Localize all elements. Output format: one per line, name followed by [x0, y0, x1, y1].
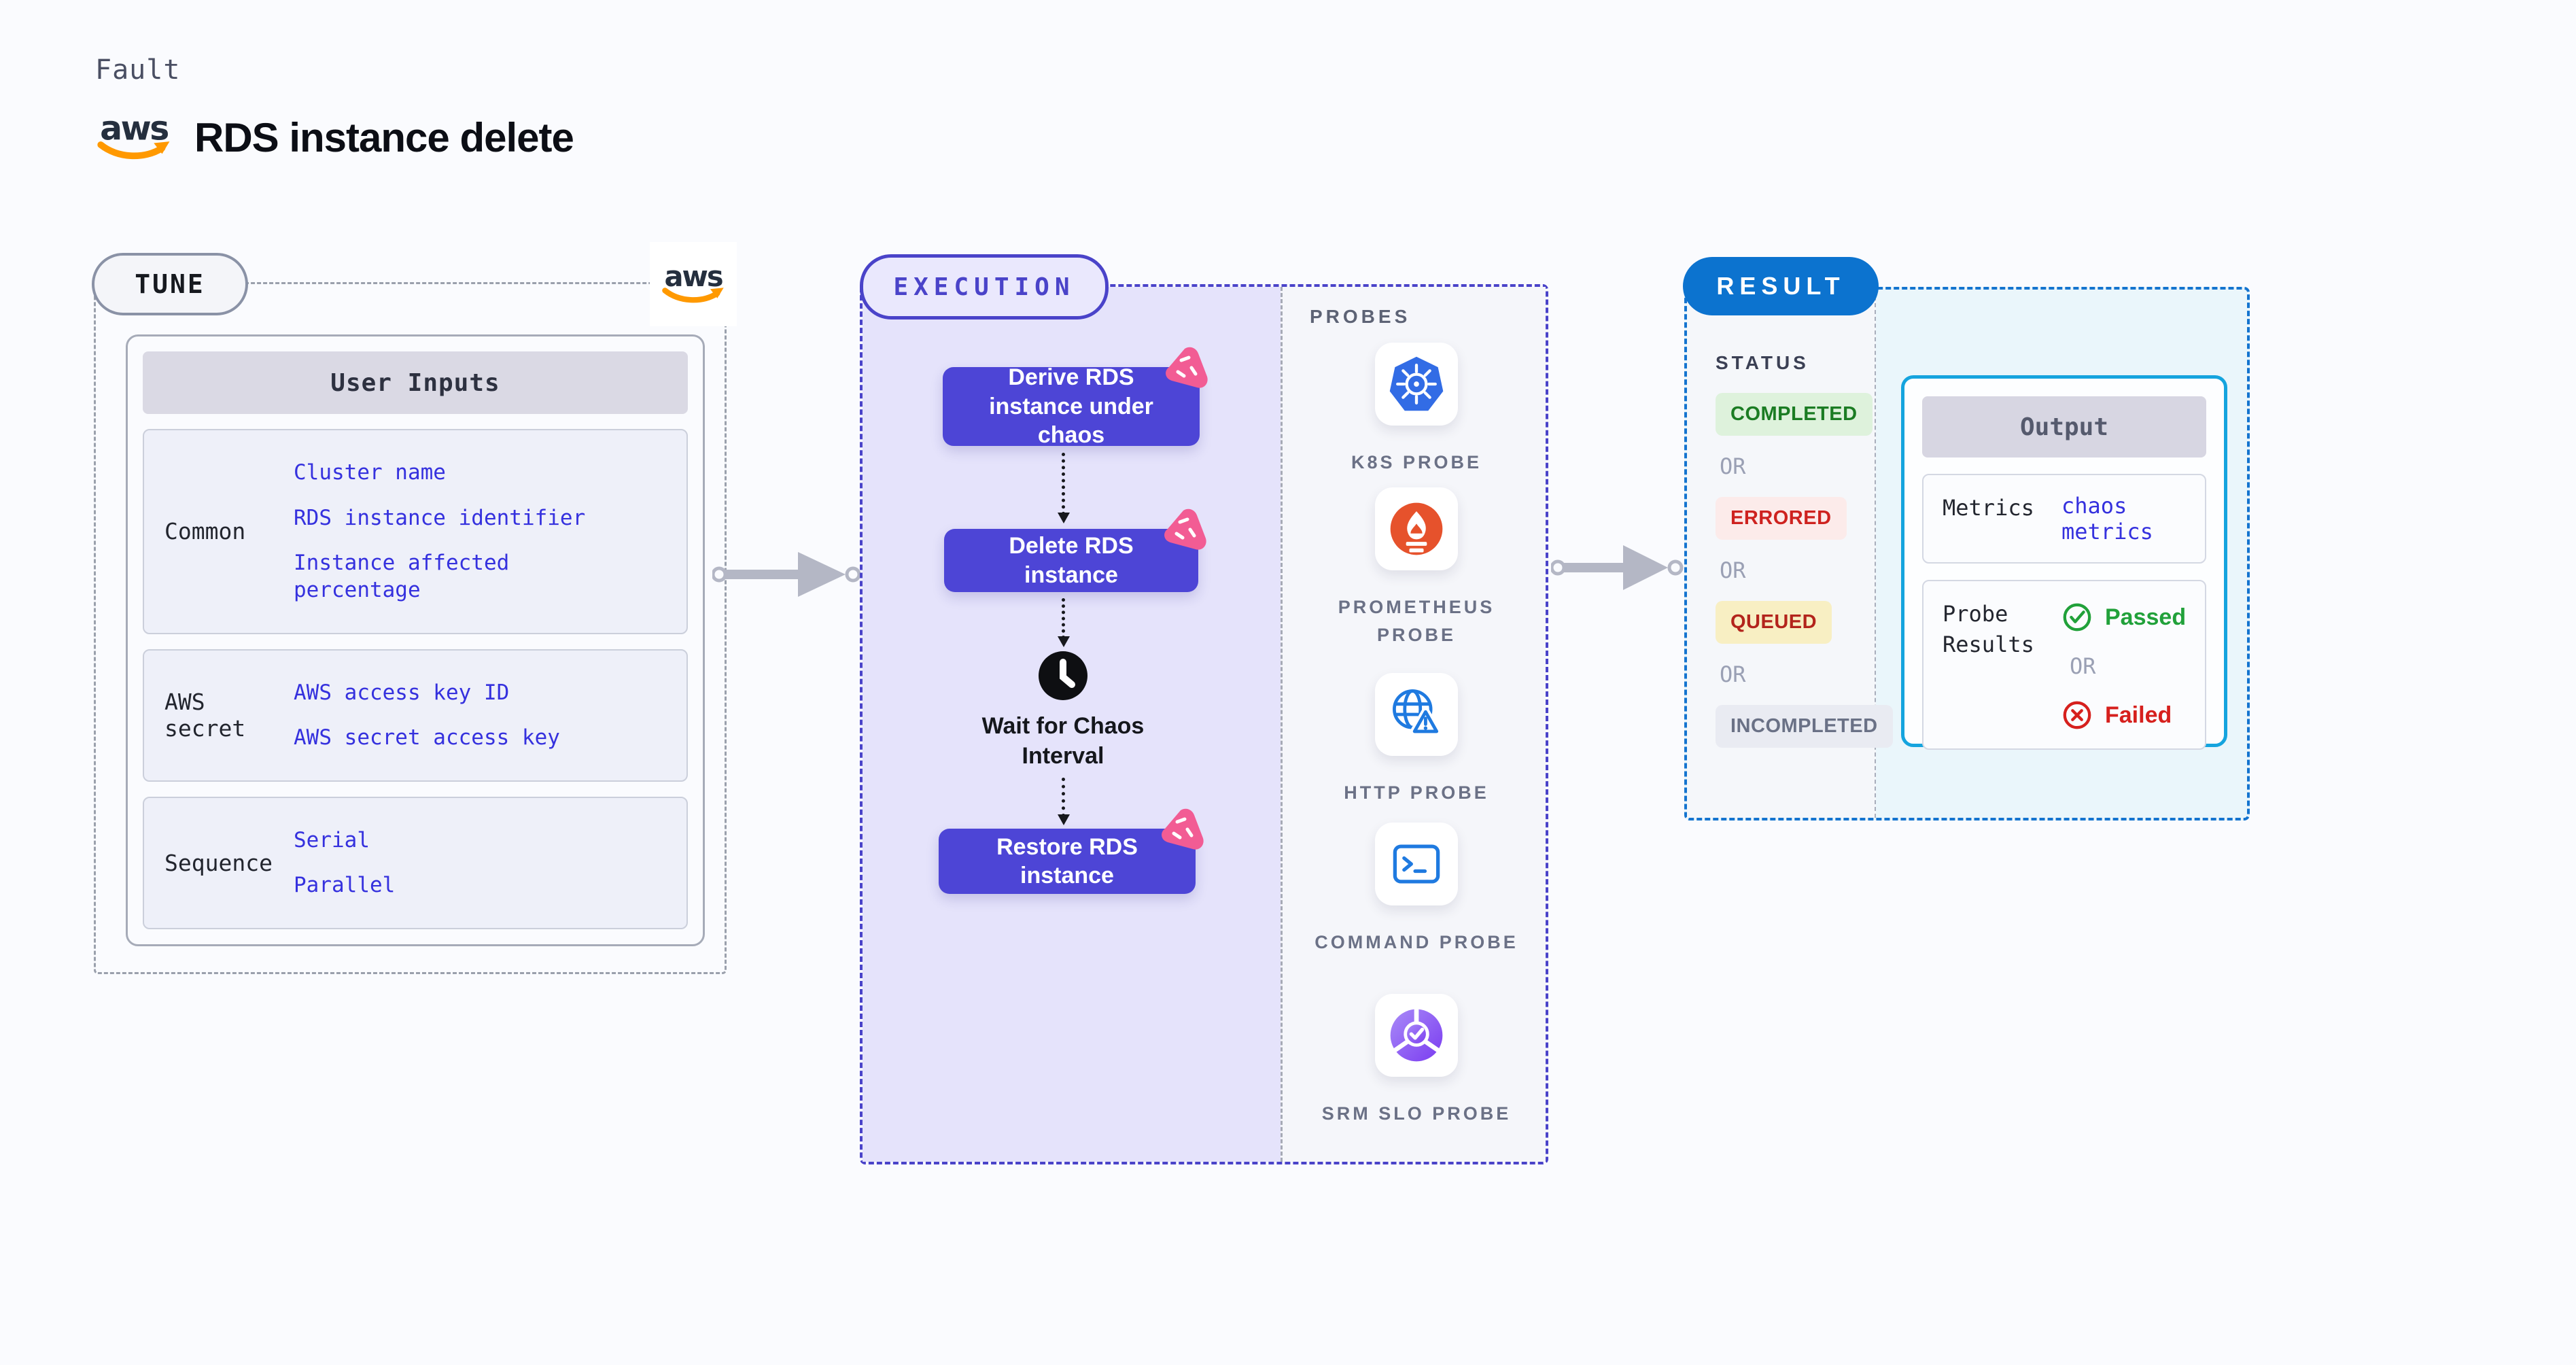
row-label: Probe Results — [1943, 601, 2034, 657]
execution-to-result-arrow-icon — [1551, 545, 1684, 590]
flow-connector-icon — [1058, 778, 1070, 825]
result-section: RESULT STATUS COMPLETED OR ERRORED OR QU… — [1683, 257, 2250, 820]
status-badge-incompleted: INCOMPLETED — [1716, 705, 1893, 748]
table-row: AWS secret AWS access key ID AWS secret … — [143, 649, 688, 782]
aws-logo-icon: aws — [97, 111, 170, 160]
flow-connector-icon — [1058, 598, 1070, 647]
probe-card — [1375, 823, 1458, 905]
globe-alert-icon — [1393, 689, 1441, 736]
status-list: COMPLETED OR ERRORED OR QUEUED OR INCOMP… — [1716, 393, 1893, 748]
svg-text:aws: aws — [664, 262, 722, 293]
passed-line: Passed — [2061, 602, 2186, 633]
output-table: Output Metrics chaos metrics Probe Resul… — [1901, 375, 2227, 750]
failed-label: Failed — [2105, 702, 2172, 728]
execution-section: PROBES EXECUTION Derive RDS instance und… — [860, 254, 1548, 1164]
user-inputs-table: User Inputs Common Cluster name RDS inst… — [126, 334, 705, 946]
output-header: Output — [1922, 396, 2206, 457]
passed-label: Passed — [2105, 604, 2187, 630]
probe-label: COMMAND PROBE — [1315, 932, 1518, 952]
prometheus-icon — [1390, 502, 1443, 555]
probe-label: PROMETHEUS PROBE — [1338, 597, 1495, 645]
check-circle-icon — [2063, 603, 2091, 632]
status-badge-completed: COMPLETED — [1716, 393, 1873, 436]
probe-label: SRM SLO PROBE — [1321, 1103, 1512, 1124]
flow-connector-icon — [1058, 453, 1070, 523]
chaos-experiment-icon — [1166, 347, 1208, 388]
aws-logo-icon: aws — [662, 262, 724, 303]
input-value: AWS access key ID — [294, 680, 510, 705]
tune-badge: TUNE — [92, 253, 248, 315]
or-separator: OR — [2070, 653, 2096, 679]
probe-label: HTTP PROBE — [1344, 782, 1489, 803]
input-value: Serial — [294, 828, 370, 853]
page-title: RDS instance delete — [194, 114, 574, 160]
wait-step-label: Wait for Chaos Interval — [981, 713, 1145, 770]
step-label: Delete RDS instance — [1009, 533, 1134, 588]
result-badge-label: RESULT — [1716, 272, 1845, 300]
step-derive-rds-instance: Derive RDS instance under chaos — [943, 347, 1208, 448]
chaos-experiment-icon — [1164, 508, 1206, 550]
x-circle-icon — [2063, 701, 2091, 729]
result-badge: RESULT — [1683, 257, 1879, 315]
metrics-value: chaos metrics — [2061, 493, 2153, 545]
probe-label: K8S PROBE — [1351, 452, 1482, 472]
input-value: Cluster name — [294, 460, 446, 485]
probe-srm-slo: SRM SLO PROBE — [1315, 994, 1518, 1128]
metrics-row: Metrics chaos metrics — [1922, 474, 2206, 564]
row-label: Sequence — [164, 849, 273, 876]
category-label: Fault — [95, 54, 181, 86]
table-row: Common Cluster name RDS instance identif… — [143, 429, 688, 634]
probe-card — [1375, 994, 1458, 1077]
row-label: Metrics — [1943, 495, 2034, 521]
status-badge-errored: ERRORED — [1716, 497, 1847, 540]
row-values: Serial Parallel — [294, 827, 593, 899]
svg-text:aws: aws — [100, 111, 168, 148]
or-separator: OR — [1720, 557, 1746, 583]
status-badge-queued: QUEUED — [1716, 601, 1832, 644]
input-value: AWS secret access key — [294, 725, 560, 750]
tune-badge-label: TUNE — [135, 269, 205, 299]
user-inputs-header: User Inputs — [143, 351, 688, 414]
probe-results-row: Probe Results Passed OR — [1922, 580, 2206, 750]
tune-section: TUNE aws User Inputs Common Cluster name… — [92, 242, 737, 974]
probe-results-values: Passed OR Failed — [2061, 599, 2186, 731]
probes-title: PROBES — [1310, 306, 1411, 327]
row-label: Common — [164, 518, 246, 545]
row-values: Cluster name RDS instance identifier Ins… — [294, 459, 593, 604]
input-value: RDS instance identifier — [294, 505, 586, 530]
step-restore-rds-instance: Restore RDS instance — [939, 808, 1204, 894]
or-separator: OR — [1720, 661, 1746, 687]
input-value: Instance affected percentage — [294, 550, 510, 603]
title-row: aws RDS instance delete — [92, 111, 574, 163]
kubernetes-icon — [1389, 356, 1444, 411]
or-separator: OR — [1720, 453, 1746, 479]
step-label: Restore RDS instance — [996, 833, 1138, 889]
probe-card — [1375, 343, 1458, 426]
input-value: Parallel — [294, 873, 396, 898]
slo-donut-check-icon — [1390, 1005, 1443, 1062]
aws-target-logo: aws — [650, 242, 737, 326]
tune-to-execution-arrow-icon — [712, 552, 861, 597]
status-title: STATUS — [1716, 352, 1809, 373]
execution-badge-label: EXECUTION — [893, 273, 1075, 301]
probe-card — [1375, 673, 1458, 756]
probe-k8s: K8S PROBE — [1315, 343, 1518, 477]
probe-card — [1375, 487, 1458, 570]
probe-prometheus: PROMETHEUS PROBE — [1315, 487, 1518, 649]
step-delete-rds-instance: Delete RDS instance — [944, 508, 1206, 592]
row-values: AWS access key ID AWS secret access key — [294, 679, 593, 752]
probe-command: COMMAND PROBE — [1315, 823, 1518, 956]
chaos-experiment-icon — [1162, 808, 1204, 850]
table-row: Sequence Serial Parallel — [143, 796, 688, 930]
failed-line: Failed — [2061, 699, 2186, 731]
wait-step — [1037, 650, 1089, 702]
clock-icon — [1039, 651, 1087, 700]
step-label: Derive RDS instance under chaos — [989, 364, 1153, 449]
execution-badge: EXECUTION — [860, 254, 1109, 319]
terminal-icon — [1393, 844, 1440, 884]
probe-http: HTTP PROBE — [1315, 673, 1518, 807]
row-label: AWS secret — [164, 689, 246, 742]
